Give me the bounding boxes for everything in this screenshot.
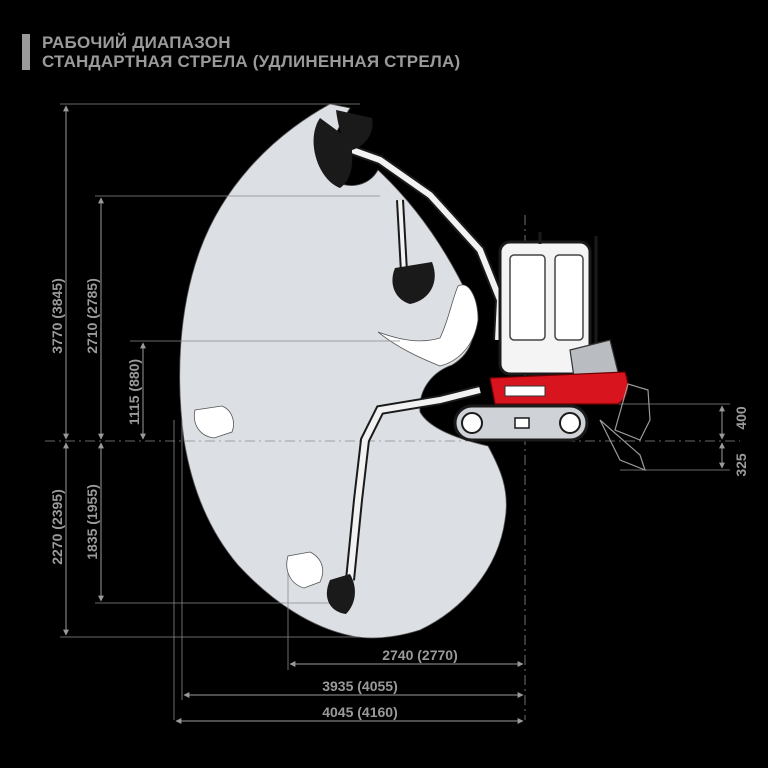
vertical-dimensions [63, 105, 725, 636]
label-min-swing-radius: 2740 (2770) [382, 647, 458, 663]
reference-lines [45, 103, 740, 720]
label-vertical-digging-depth: 1835 (1955) [84, 484, 100, 560]
label-vertical-wall-height: 1115 (880) [126, 359, 142, 425]
label-blade-lift: 400 [733, 406, 749, 430]
label-blade-depth: 325 [733, 453, 749, 477]
diagram-subtitle: СТАНДАРТНАЯ СТРЕЛА (УДЛИНЕННАЯ СТРЕЛА) [42, 52, 461, 71]
diagram-title: РАБОЧИЙ ДИАПАЗОН [42, 33, 231, 52]
envelope-inner-cut [377, 284, 479, 367]
label-max-digging-height: 3770 (3845) [49, 278, 65, 354]
working-envelope [179, 103, 507, 639]
label-max-reach-ground: 3935 (4055) [322, 678, 398, 694]
bucket-icon [193, 110, 435, 614]
horizontal-dimensions [175, 661, 524, 724]
title-accent-bar [22, 34, 30, 70]
excavator-icon [453, 232, 651, 472]
label-max-dump-height: 2710 (2785) [84, 278, 100, 354]
label-max-digging-depth: 2270 (2395) [49, 489, 65, 565]
label-max-reach: 4045 (4160) [322, 704, 398, 720]
